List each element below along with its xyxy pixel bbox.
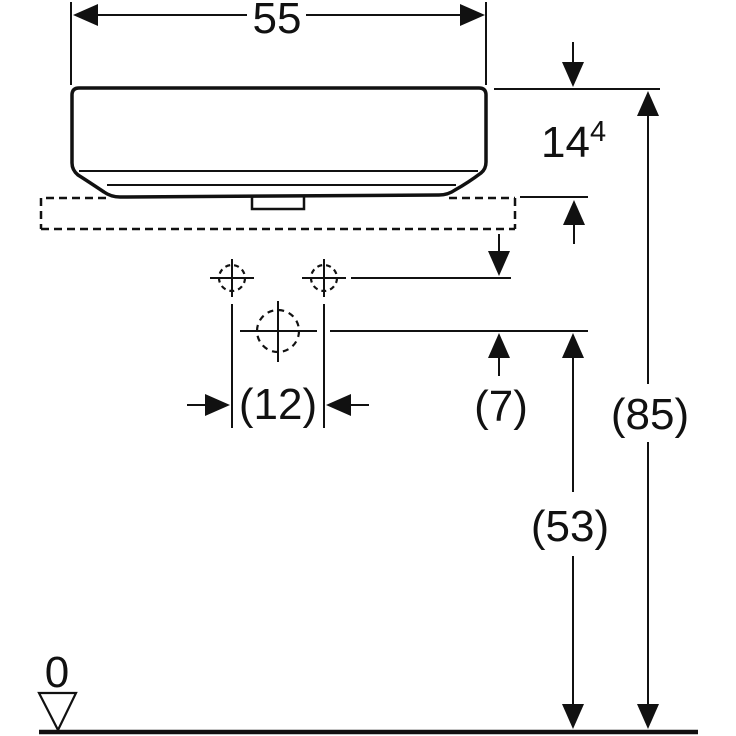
arrowhead-up	[563, 200, 585, 225]
dim-tap-to-drain-label: (7)	[474, 382, 528, 431]
reference-lines	[330, 88, 660, 332]
dim-tap-spacing-12	[187, 304, 369, 428]
basin-outline	[70, 86, 488, 211]
tap-hole-right	[302, 259, 346, 297]
arrowhead-down	[488, 251, 510, 276]
datum-zero-label: 0	[45, 648, 69, 697]
arrowhead-down	[562, 704, 584, 729]
datum-zero	[37, 691, 78, 733]
dim-width-55	[70, 2, 487, 85]
dim-drain-height-label: (53)	[531, 502, 609, 551]
drain-hole	[240, 301, 317, 362]
dim-width-label: 55	[253, 0, 302, 43]
dim-drain-height-53	[562, 333, 584, 729]
dim-rim-height-label: 144	[541, 116, 606, 167]
arrowhead-right	[326, 394, 351, 416]
dim-rim-level-label: (85)	[611, 390, 689, 439]
dim-rim-height-14	[562, 42, 585, 244]
drain-boss	[250, 196, 306, 211]
arrowhead-up	[562, 333, 584, 358]
dim-rim-level-85	[637, 91, 659, 729]
tap-hole-left	[210, 259, 254, 297]
arrowhead-down	[562, 62, 584, 87]
basin-outer-contour	[70, 86, 488, 199]
datum-triangle-icon	[37, 691, 78, 733]
arrowhead-up	[637, 91, 659, 116]
arrowhead-down	[637, 704, 659, 729]
arrowhead-left	[73, 4, 98, 26]
arrowhead-up	[488, 333, 510, 358]
arrowhead-right	[460, 4, 485, 26]
dim-tap-to-drain-7	[488, 234, 510, 376]
arrowhead-left	[205, 394, 230, 416]
countertop-dashed-outline	[39, 196, 517, 231]
dim-tap-spacing-label: (12)	[239, 380, 317, 429]
